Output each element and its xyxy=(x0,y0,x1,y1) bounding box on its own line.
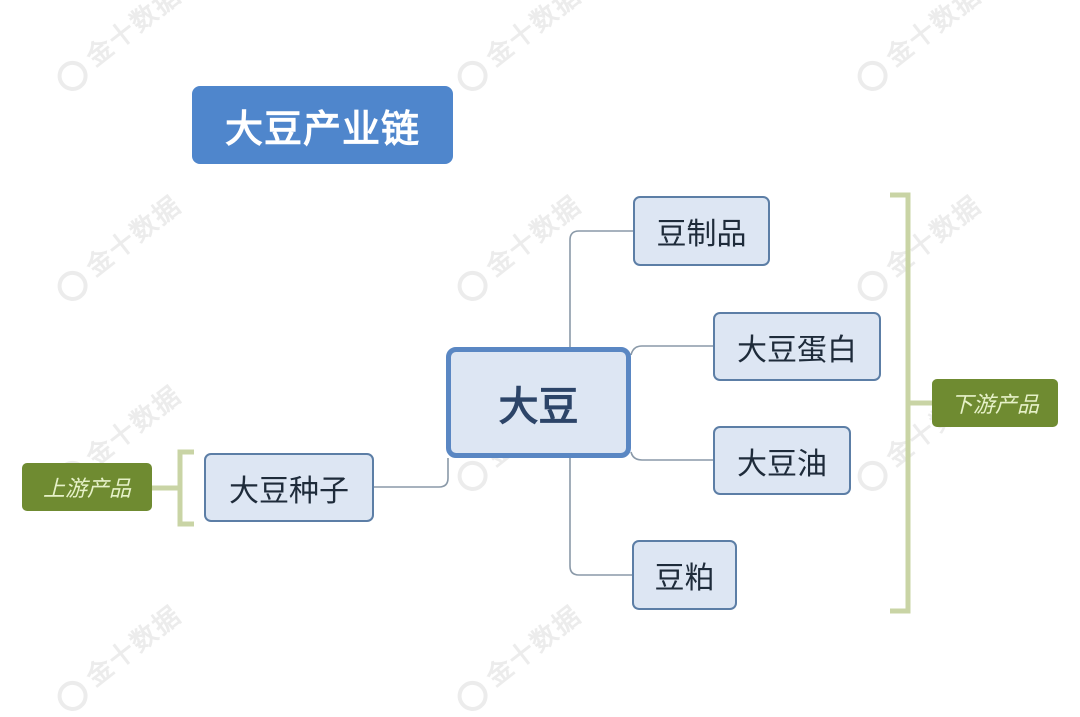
connector-dadoudanbai xyxy=(630,345,714,356)
node-soybean-oil[interactable]: 大豆油 xyxy=(713,426,851,495)
downstream-tag: 下游产品 xyxy=(932,379,1058,427)
center-node-soybean[interactable]: 大豆 xyxy=(446,347,631,458)
connector-upstream xyxy=(373,458,449,488)
connector-dadouyou xyxy=(630,451,714,461)
downstream-bracket xyxy=(890,192,911,614)
upstream-bracket xyxy=(177,449,194,527)
node-soy-products[interactable]: 豆制品 xyxy=(633,196,770,266)
node-soybean-meal[interactable]: 豆粕 xyxy=(632,540,737,610)
page-title: 大豆产业链 xyxy=(192,86,453,164)
node-soy-protein[interactable]: 大豆蛋白 xyxy=(713,312,881,381)
upstream-tag: 上游产品 xyxy=(22,463,152,511)
node-soybean-seed[interactable]: 大豆种子 xyxy=(204,453,374,522)
connector-douzhipin xyxy=(569,230,634,347)
connector-doupo xyxy=(569,458,633,576)
